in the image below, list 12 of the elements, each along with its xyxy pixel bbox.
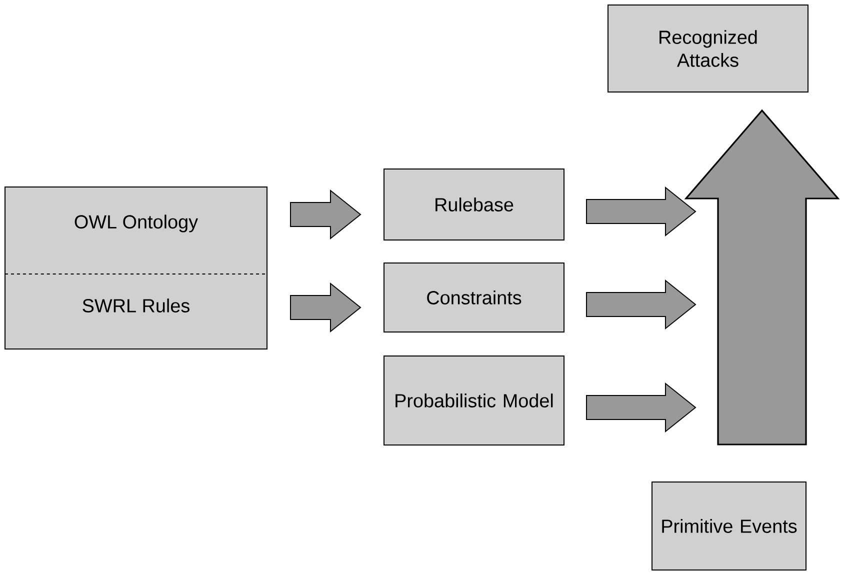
process-box: Constraints xyxy=(384,262,564,332)
process-box: Rulebase xyxy=(384,168,564,240)
block-arrow xyxy=(290,282,362,333)
block-arrow xyxy=(586,279,696,330)
process-box: Primitive Events xyxy=(652,482,806,570)
split-box: OWL Ontology SWRL Rules xyxy=(4,186,268,350)
block-arrow xyxy=(586,186,696,237)
process-box: Probabilistic Model xyxy=(384,356,564,446)
block-arrow xyxy=(586,382,696,433)
up-arrow xyxy=(684,109,840,446)
block-arrow xyxy=(290,189,362,240)
process-box: Recognized Attacks xyxy=(608,4,808,92)
